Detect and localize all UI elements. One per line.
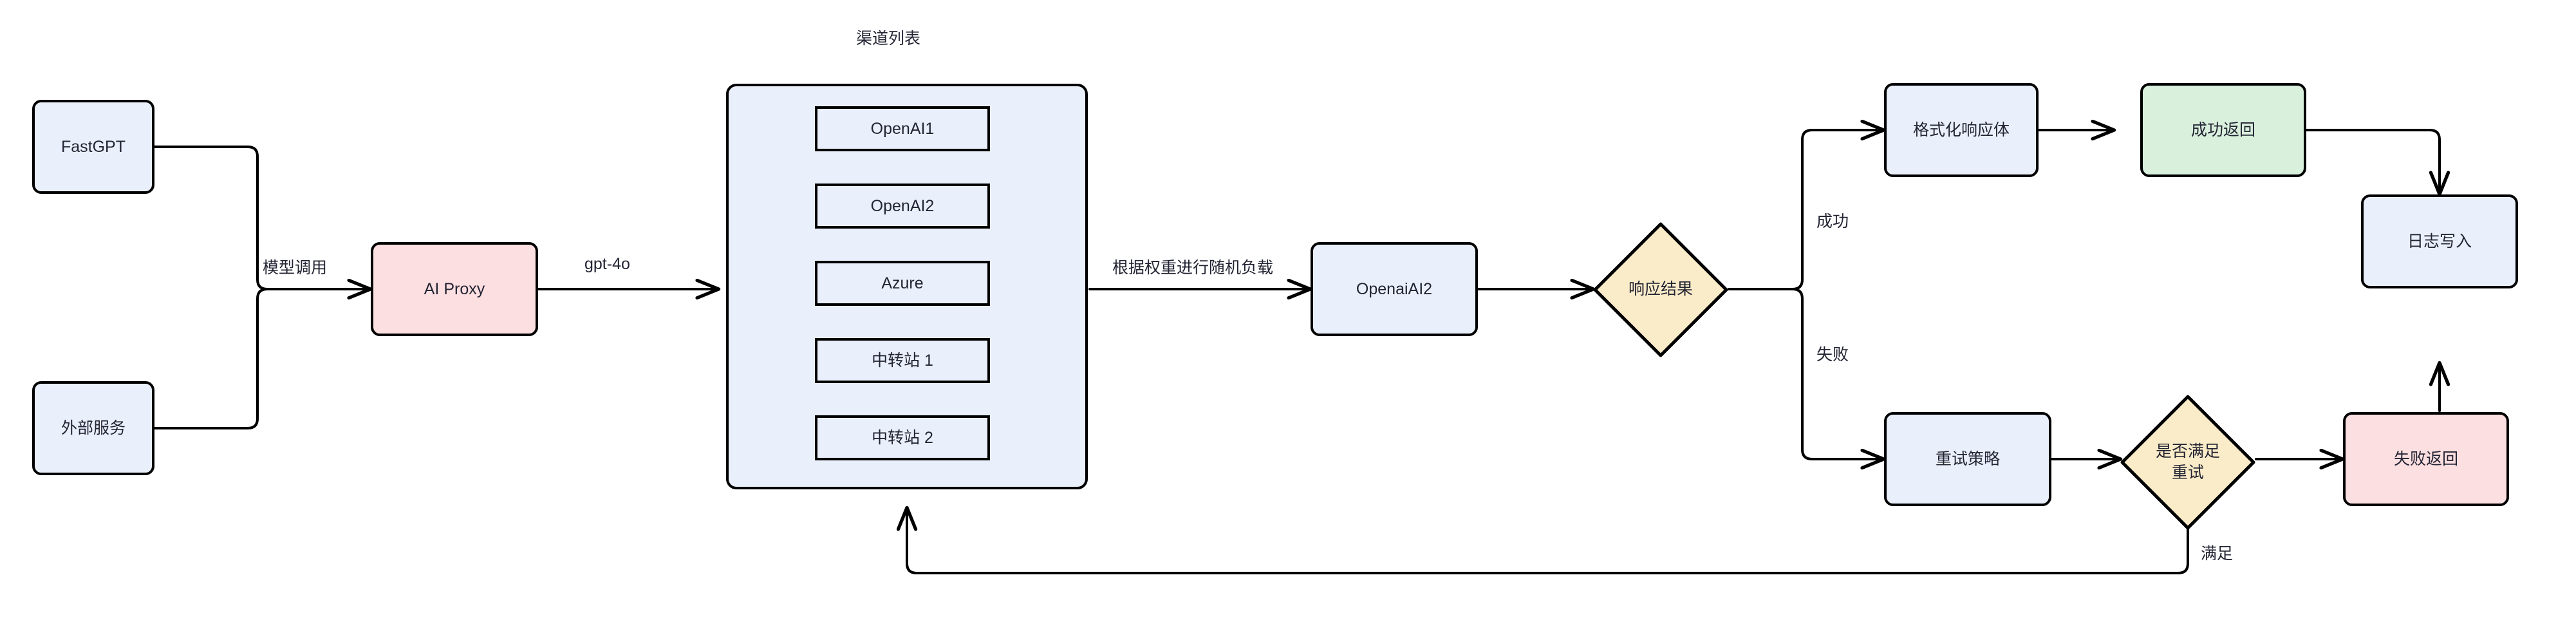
node-failure-return[interactable]: 失败返回: [2343, 412, 2509, 506]
node-channel-openai2[interactable]: OpenAI2: [815, 184, 990, 229]
node-response-result[interactable]: 响应结果: [1592, 221, 1730, 359]
node-openai-ai2[interactable]: OpenaiAI2: [1311, 242, 1478, 336]
node-format-response-body-label: 格式化响应体: [1912, 120, 2010, 139]
retry-condition-diamond-shape: [2120, 395, 2255, 530]
node-retry-condition[interactable]: 是否满足 重试: [2119, 393, 2257, 531]
node-ai-proxy-label: AI Proxy: [424, 279, 485, 298]
node-ai-proxy[interactable]: AI Proxy: [371, 242, 538, 336]
node-success-return-label: 成功返回: [2190, 120, 2255, 139]
edge-label-model-call: 模型调用: [263, 259, 328, 277]
response-result-diamond-shape: [1593, 222, 1728, 357]
node-channel-relay-2[interactable]: 中转站 2: [815, 415, 990, 460]
channel-list-title: 渠道列表: [856, 30, 921, 48]
node-channel-openai1[interactable]: OpenAI1: [815, 106, 990, 151]
edge-response-failure-to-retry: [1791, 288, 1883, 459]
node-channel-relay-1[interactable]: 中转站 1: [815, 338, 990, 383]
node-fastgpt-label: FastGPT: [61, 137, 126, 156]
node-channel-relay-1-label: 中转站 1: [872, 351, 933, 370]
node-external-service-label: 外部服务: [61, 419, 126, 437]
node-failure-return-label: 失败返回: [2393, 449, 2458, 468]
edge-label-failure: 失败: [1816, 346, 1849, 364]
node-channel-relay-2-label: 中转站 2: [872, 428, 933, 447]
edge-label-gpt-4o: gpt-4o: [584, 255, 630, 273]
node-channel-openai1-label: OpenAI1: [870, 119, 935, 138]
node-retry-policy-label: 重试策略: [1935, 449, 2000, 468]
edge-success-to-log: [2305, 129, 2440, 193]
node-channel-openai2-label: OpenAI2: [870, 196, 935, 215]
edge-condition-satisfied-loop-to-channels: [907, 509, 2189, 574]
edge-label-success: 成功: [1816, 212, 1849, 231]
node-external-service[interactable]: 外部服务: [32, 381, 154, 475]
node-log-write[interactable]: 日志写入: [2361, 194, 2518, 288]
node-success-return[interactable]: 成功返回: [2140, 83, 2306, 177]
node-fastgpt[interactable]: FastGPT: [32, 100, 154, 194]
node-retry-policy[interactable]: 重试策略: [1884, 412, 2051, 506]
node-channel-azure[interactable]: Azure: [815, 261, 990, 306]
node-format-response-body[interactable]: 格式化响应体: [1884, 83, 2039, 177]
node-log-write-label: 日志写入: [2407, 232, 2472, 250]
edge-label-satisfied: 满足: [2201, 545, 2234, 563]
node-channel-azure-label: Azure: [881, 274, 924, 292]
node-openai-ai2-label: OpenaiAI2: [1356, 279, 1433, 298]
edge-label-weighted-random-load: 根据权重进行随机负载: [1112, 259, 1274, 277]
